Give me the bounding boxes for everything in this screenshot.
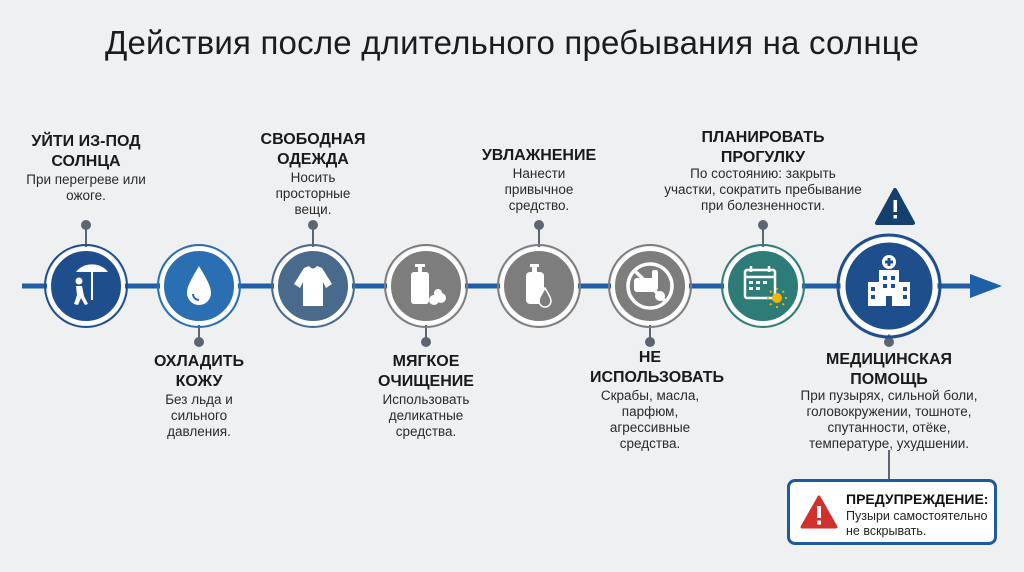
step-moisturize-title: Увлажнение: [481, 147, 597, 164]
step-plan-node: [721, 244, 805, 328]
step-medical-node: [836, 233, 942, 339]
step-medical-title: Медицинская помощь: [825, 351, 952, 388]
step-moisturize-desc: Нанести привычное средство.: [504, 166, 574, 213]
step-clothes-desc: Носить просторные вещи.: [275, 170, 351, 217]
step-shade-title: Уйти из-под солнца: [31, 133, 141, 170]
step-cool-node: [157, 244, 241, 328]
step-cleanse-title: Мягкое очищение: [378, 353, 474, 390]
step-cool-title: Охладить кожу: [153, 353, 245, 390]
step-cool-desc: Без льда и сильного давления.: [165, 392, 233, 439]
lotion-bottle-icon: [526, 264, 552, 308]
warning-triangle-icon: [875, 188, 915, 225]
step-clothes-title: Свободная одежда: [260, 131, 366, 168]
step-avoid-title: Не использовать: [590, 349, 724, 386]
warning-text: Пузыри самостоятельно не вскрывать.: [846, 509, 988, 538]
prohibited-products-icon: [626, 262, 674, 310]
calendar-sun-icon: [743, 266, 787, 308]
step-cleanse-desc: Использовать деликатные средства.: [382, 392, 470, 439]
warning-box: Предупреждение: Пузыри самостоятельно не…: [787, 479, 997, 545]
step-clothes-node: [271, 244, 355, 328]
shirt-icon: [294, 266, 332, 306]
person-umbrella-icon: [74, 264, 108, 305]
soap-bottle-icon: [411, 264, 446, 305]
hospital-icon: [868, 255, 910, 306]
step-shade-node: [44, 244, 128, 328]
timeline-arrow-icon: [970, 274, 1002, 298]
step-avoid-node: [608, 244, 692, 328]
warning-title: Предупреждение:: [846, 491, 989, 507]
step-avoid-desc: Скрабы, масла, парфюм, агрессивные средс…: [600, 388, 700, 451]
step-plan-desc: По состоянию: закрыть участки, сократить…: [664, 166, 862, 213]
page-title: Действия после длительного пребывания на…: [104, 24, 920, 61]
step-shade-desc: При перегреве или ожоге.: [26, 172, 146, 203]
step-medical-desc: При пузырях, сильной боли, головокружени…: [800, 388, 978, 451]
step-plan-title: Планировать прогулку: [701, 129, 825, 166]
warning-triangle-icon: [800, 495, 838, 529]
step-moisturize-node: [497, 244, 581, 328]
step-cleanse-node: [384, 244, 468, 328]
